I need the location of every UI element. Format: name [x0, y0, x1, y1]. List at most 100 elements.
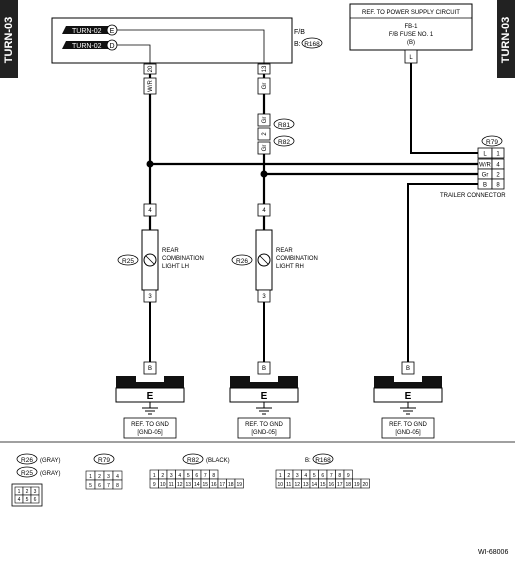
pin-number: 7	[107, 483, 110, 489]
pin-number: 9	[153, 482, 156, 488]
wire-gr-top: Gr	[262, 83, 268, 90]
pin-number: 5	[89, 483, 92, 489]
ground-ref-line1: REF. TO GND	[389, 422, 427, 428]
pin-number: 1	[279, 473, 282, 479]
pin-number: 7	[204, 473, 207, 479]
lamp-lh-pin-bottom: 3	[148, 294, 152, 300]
inter-pin-2: 2	[262, 132, 268, 136]
pin-number: 1	[89, 474, 92, 480]
legend-r168-prefix: B:	[305, 458, 311, 464]
wire-labels: W/R Gr	[143, 77, 271, 95]
pin-cell	[112, 479, 123, 490]
pin-number: 16	[211, 482, 217, 488]
turn02-label-d: TURN-02	[72, 43, 102, 50]
lamp-rh-line2: COMBINATION	[276, 256, 318, 262]
legend-r82-color: (BLACK)	[206, 458, 230, 464]
trailer-pin-label: 4	[496, 163, 500, 169]
power-wire-label: L	[409, 55, 413, 61]
turn02-label-e: TURN-02	[72, 28, 102, 35]
junction-dot-left	[146, 160, 154, 168]
pin-number: 12	[294, 482, 300, 488]
ground-ref-line2: [GND-05]	[251, 430, 277, 436]
r25-label: R25	[122, 258, 134, 265]
ground-e-letter: E	[147, 391, 154, 402]
pin-number: 9	[347, 473, 350, 479]
svg-text:TURN-03: TURN-03	[3, 17, 15, 63]
legend-r25-color: (GRAY)	[40, 471, 61, 477]
legend-r25: R25	[21, 470, 33, 477]
trailer-pin-label: 2	[496, 173, 500, 179]
pin-number: 6	[98, 483, 101, 489]
trailer-row: Gr 2	[477, 168, 505, 180]
power-supply-box: REF. TO POWER SUPPLY CIRCUIT FB-1 F/B FU…	[349, 3, 473, 64]
ground-e-letter: E	[261, 391, 268, 402]
trailer-wire-label: Gr	[482, 173, 489, 179]
junction-dot-right	[260, 170, 268, 178]
lamp-rh-pin-top: 4	[262, 208, 266, 214]
ground-symbol: B E REF. TO GND [GND-05]	[229, 361, 299, 439]
pin-number: 2	[98, 474, 101, 480]
ground-wire-label: B	[148, 366, 152, 372]
lamp-rh-pin-bottom: 3	[262, 294, 266, 300]
ground-symbol: B E REF. TO GND [GND-05]	[115, 361, 185, 439]
legend-r82: R82	[187, 457, 199, 464]
pin-number: 1	[153, 473, 156, 479]
pin-number: 10	[277, 482, 283, 488]
pin-number: 4	[18, 497, 21, 503]
wires	[148, 63, 478, 362]
pin-number: 19	[354, 482, 360, 488]
pin-number: 14	[194, 482, 200, 488]
ground-ref-line1: REF. TO GND	[245, 422, 283, 428]
pin-number: 15	[202, 482, 208, 488]
svg-text:TURN-03: TURN-03	[500, 17, 512, 63]
lamp-rh-line1: REAR	[276, 248, 293, 254]
pin-cell	[360, 478, 370, 489]
ground-wire-label: B	[262, 366, 266, 372]
fb-label: F/B	[294, 29, 305, 36]
pin-number: 4	[178, 473, 181, 479]
intermediate-connector: Gr 2 Gr R81 R82	[257, 113, 295, 155]
pin-number: 13	[303, 482, 309, 488]
pin-number: 5	[313, 473, 316, 479]
lamp-lh-line3: LIGHT LH	[162, 264, 189, 270]
lamp-rh-line3: LIGHT RH	[276, 264, 304, 270]
trailer-row: W/R 4	[477, 158, 505, 170]
legend-r79: R79	[98, 457, 110, 464]
pin-number: 10	[160, 482, 166, 488]
letter-e: E	[110, 28, 115, 35]
pin-number: 13	[185, 482, 191, 488]
trailer-pin-label: 8	[496, 183, 500, 189]
inter-pin-gr-bottom: Gr	[262, 145, 268, 152]
pin-number: 12	[177, 482, 183, 488]
pin-number: 1	[18, 489, 21, 495]
pin-number: 2	[287, 473, 290, 479]
power-box-fuse: F/B FUSE NO. 1	[389, 32, 434, 38]
lamp-lh-line1: REAR	[162, 248, 179, 254]
pin-number: 5	[26, 497, 29, 503]
pin-number: 2	[161, 473, 164, 479]
lamp-lh-line2: COMBINATION	[162, 256, 204, 262]
ground-ref-line1: REF. TO GND	[131, 422, 169, 428]
pin-number: 19	[236, 482, 242, 488]
pin-number: 8	[116, 483, 119, 489]
pin-number: 14	[311, 482, 317, 488]
power-box-title: REF. TO POWER SUPPLY CIRCUIT	[362, 10, 460, 16]
legend-r168: R168	[315, 457, 331, 464]
letter-d: D	[109, 43, 114, 50]
pin-number: 15	[320, 482, 326, 488]
r168-label: R168	[304, 41, 320, 48]
pin-number: 17	[337, 482, 343, 488]
trailer-wire-label: W/R	[479, 163, 491, 169]
pin-number: 3	[107, 474, 110, 480]
ground-ref-line2: [GND-05]	[137, 430, 163, 436]
figure-id: WI-68006	[478, 549, 508, 556]
pin-20: 20	[148, 65, 154, 72]
power-box-b: (B)	[407, 40, 415, 46]
r26-label: R26	[236, 258, 248, 265]
pin-number: 2	[26, 489, 29, 495]
trailer-wire-label: L	[483, 152, 487, 158]
